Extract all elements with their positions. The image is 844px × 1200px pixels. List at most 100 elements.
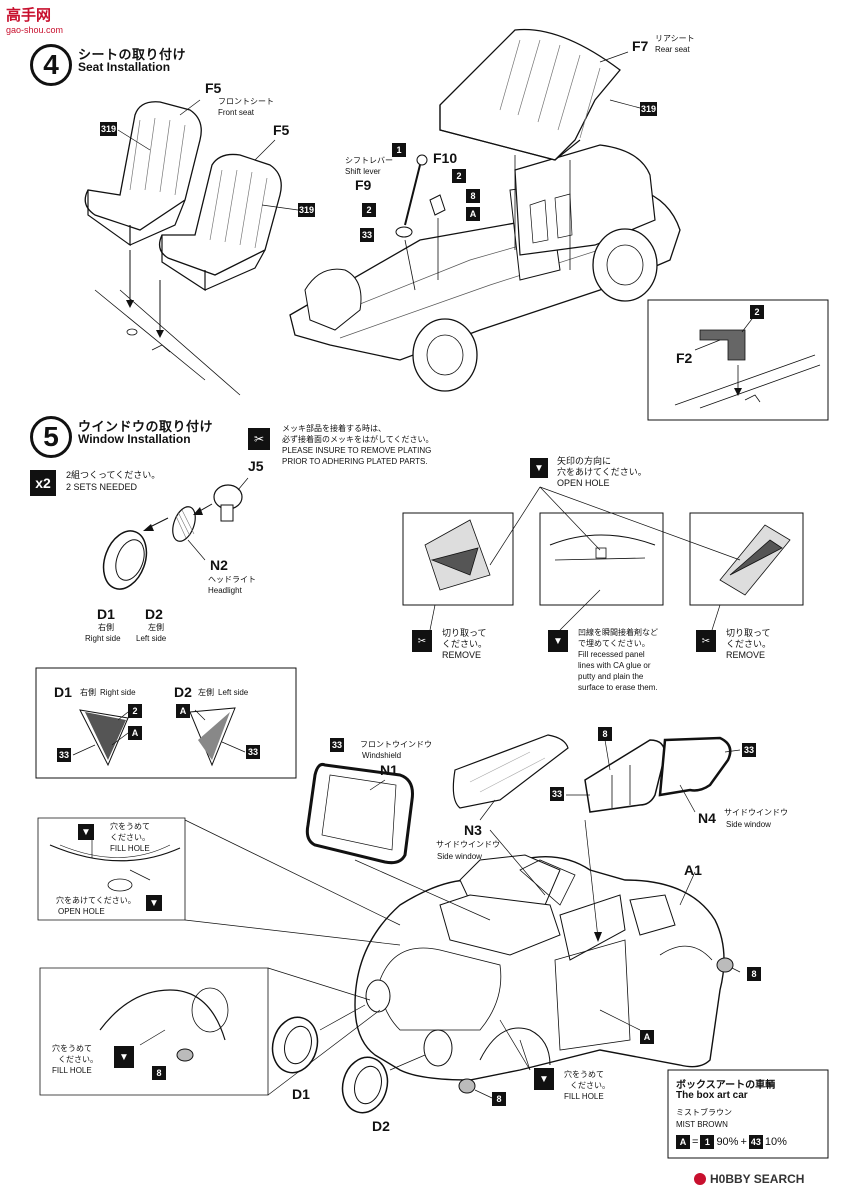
paint-tag-8: 8: [466, 189, 480, 203]
headlight-en: Headlight: [208, 586, 242, 595]
open-hole-box-jp: 穴をあけてください。: [56, 896, 136, 905]
remove-left-jp2: ください。: [442, 639, 488, 649]
j5-label: J5: [248, 458, 264, 474]
paint-tag-319-c: 319: [640, 102, 658, 116]
open-hole-box-en: OPEN HOLE: [58, 907, 105, 916]
n4-jp: サイドウインドウ: [724, 808, 788, 817]
n1-label: N1: [380, 762, 398, 778]
headlight-parts-drawing: [35, 477, 804, 779]
step5-number: 5: [30, 416, 72, 458]
d1-en: Right side: [85, 634, 121, 643]
fill-hole-bottom-jp2: ください。: [570, 1081, 610, 1090]
d2-bottom-label: D2: [372, 1118, 390, 1134]
n3-jp: サイドウインドウ: [436, 840, 500, 849]
rear-seat-jp: リアシート: [655, 34, 695, 43]
x2-badge: x2: [30, 470, 56, 496]
fill-hole-left-en: FILL HOLE: [52, 1066, 92, 1075]
f7-label: F7: [632, 38, 649, 54]
remove-right-jp: 切り取って: [726, 628, 771, 638]
paint-box-d1-en: Right side: [100, 688, 136, 697]
watermark: 高手网 gao-shou.com: [6, 4, 63, 35]
d2-jp: 左側: [148, 623, 164, 632]
plating-note-line1: メッキ部品を接着する時は、: [282, 424, 386, 433]
fill-hole-left-tag-8: 8: [152, 1066, 166, 1080]
paint-tag-a: A: [466, 207, 480, 221]
watermark-url: gao-shou.com: [6, 25, 64, 35]
body-tag-a: A: [640, 1030, 654, 1044]
f9-label: F9: [355, 177, 372, 193]
remove-knife-icon-right: ✂: [696, 630, 716, 652]
fill-note-en3: putty and plain the: [578, 672, 644, 681]
paint-box-tag-33-right: 33: [246, 745, 260, 759]
n4-tag-8: 8: [598, 727, 612, 741]
d2-en: Left side: [136, 634, 167, 643]
fill-note-en2: lines with CA glue or: [578, 661, 651, 670]
step4-number: 4: [30, 44, 72, 86]
plating-note-line4: PRIOR TO ADHERING PLATED PARTS.: [282, 457, 428, 466]
paint-box-tag-2: 2: [128, 704, 142, 718]
inset-tag-2: 2: [750, 305, 764, 319]
a1-label: A1: [684, 862, 702, 878]
remove-left-jp: 切り取って: [442, 628, 487, 638]
fill-hole-top-jp2: ください。: [110, 833, 150, 842]
windshield-tag-33: 33: [330, 738, 344, 752]
open-hole-icon-box: ▼: [146, 895, 162, 911]
step5-title-jp: ウインドウの取り付け: [78, 419, 214, 434]
x2-en: 2 SETS NEEDED: [66, 482, 138, 492]
paint-tag-319-a: 319: [100, 122, 118, 136]
rear-seat-en: Rear seat: [655, 45, 690, 54]
n4-label: N4: [698, 810, 716, 826]
open-hole-en: OPEN HOLE: [557, 478, 610, 488]
f5-front-label: F5: [205, 80, 222, 96]
plating-warning-icon: ✂: [248, 428, 270, 450]
paint-box-d2-en: Left side: [218, 688, 249, 697]
front-seat-jp: フロントシート: [218, 97, 274, 106]
paint-tag-2-a: 2: [452, 169, 466, 183]
fill-hole-top-jp1: 穴をうめて: [110, 822, 150, 831]
fill-hole-icon-bottom: ▼: [534, 1068, 554, 1090]
f10-label: F10: [433, 150, 458, 166]
fill-hole-bottom-en: FILL HOLE: [564, 1092, 604, 1101]
windshield-jp: フロントウインドウ: [360, 740, 432, 749]
step4-title-en: Seat Installation: [78, 60, 171, 74]
open-hole-jp2: 穴をあけてください。: [557, 467, 647, 477]
formula-tag-a: A: [676, 1135, 690, 1149]
front-seat-en: Front seat: [218, 108, 255, 117]
remove-right-en: REMOVE: [726, 650, 766, 660]
paint-tag-319-b: 319: [298, 203, 316, 217]
footer-logo-text: H0BBY SEARCH: [710, 1172, 805, 1186]
formula-equals: =: [692, 1136, 699, 1148]
x2-jp: 2組つくってください。: [66, 470, 161, 480]
paint-tag-33: 33: [360, 228, 374, 242]
fill-note-en4: surface to erase them.: [578, 683, 658, 692]
paint-box-tag-33-left: 33: [57, 748, 71, 762]
formula-tag-1: 1: [700, 1135, 715, 1149]
paint-box-d1-jp: 右側: [80, 688, 96, 697]
fill-note-jp2: で埋めてください。: [578, 639, 650, 648]
n4-tag-33-a: 33: [550, 787, 564, 801]
formula-pct1: 90%: [716, 1136, 739, 1148]
shift-lever-jp: シフトレバー: [345, 156, 393, 165]
watermark-title: 高手网: [6, 7, 52, 24]
open-hole-jp1: 矢印の方向に: [557, 456, 612, 466]
fill-hole-icon-left: ▼: [114, 1046, 134, 1068]
d1-label: D1: [97, 606, 115, 622]
box-art-title-en: The box art car: [676, 1090, 748, 1101]
paint-box-tag-a-right: A: [176, 704, 190, 718]
formula-plus: +: [740, 1136, 747, 1148]
f2-label: F2: [676, 350, 693, 366]
glue-icon: ▼: [548, 630, 568, 652]
rear-tag-8: 8: [747, 967, 761, 981]
d2-label: D2: [145, 606, 163, 622]
remove-knife-icon-left: ✂: [412, 630, 432, 652]
fill-hole-left-jp2: ください。: [58, 1055, 98, 1064]
paint-tag-2-b: 2: [362, 203, 376, 217]
bottom-tag-8: 8: [492, 1092, 506, 1106]
remove-left-en: REMOVE: [442, 650, 482, 660]
fill-hole-icon-top: ▼: [78, 824, 94, 840]
box-art-title-jp: ボックスアートの車輌: [676, 1080, 776, 1091]
n4-tag-33-b: 33: [742, 743, 756, 757]
n3-label: N3: [464, 822, 482, 838]
n3-en: Side window: [437, 852, 482, 861]
